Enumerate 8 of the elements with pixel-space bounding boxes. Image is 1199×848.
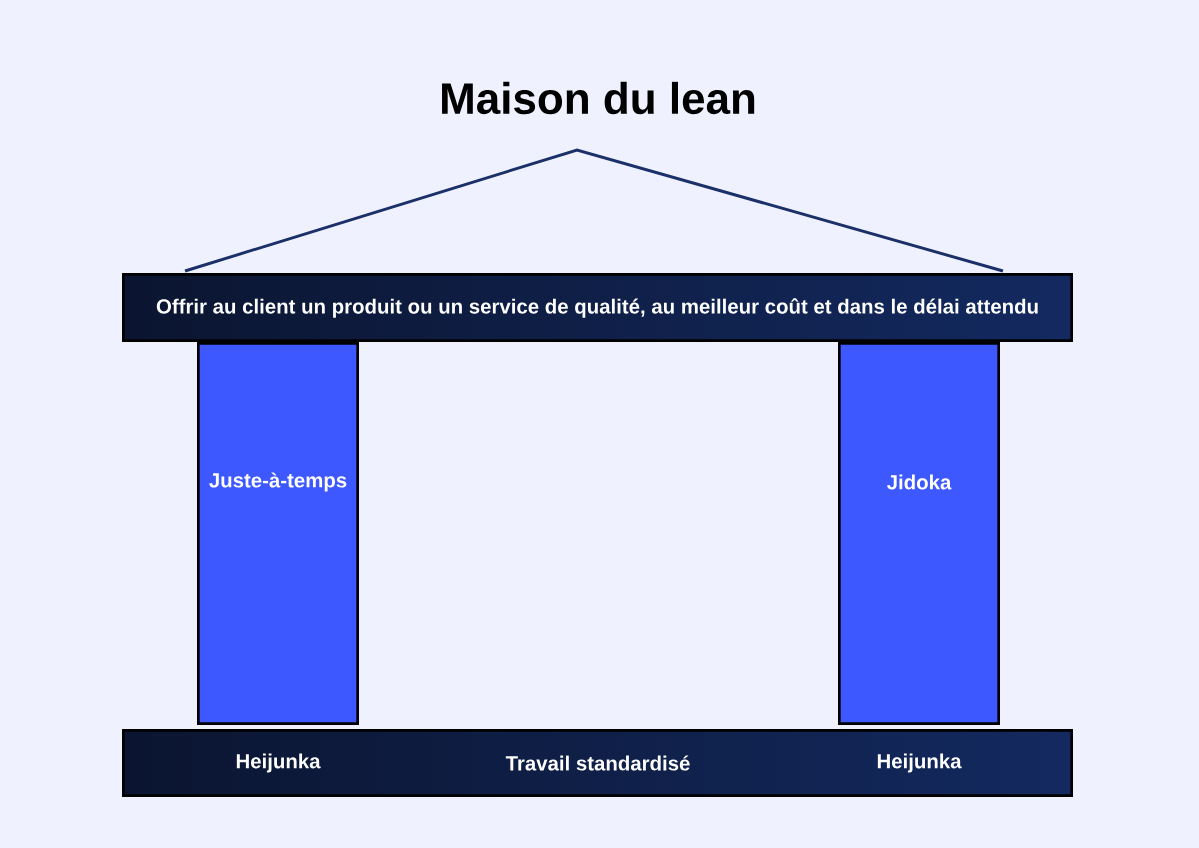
title: Maison du lean — [442, 81, 755, 115]
pillar-box: Juste-à-temps — [197, 342, 359, 725]
band-label: Heijunka — [877, 753, 962, 773]
base-band — [122, 729, 1073, 797]
roof-band: Offrir au client un produit ou un service de qualité, au meilleur coût et dans le délai attendu — [122, 273, 1073, 342]
band-label: Heijunka — [236, 753, 321, 773]
band-label: Travail standardisé — [505, 755, 690, 771]
pillar-box: Jidoka — [838, 342, 1000, 725]
